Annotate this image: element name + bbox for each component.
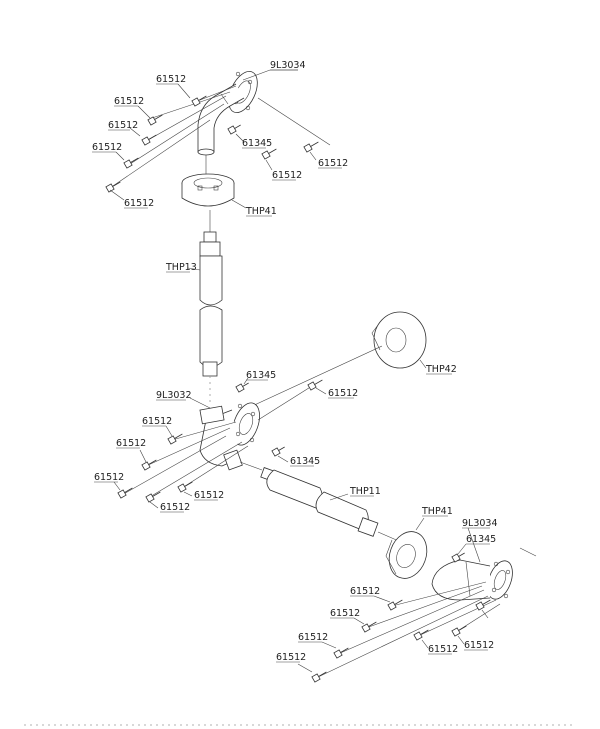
label-bottom-bracket: 9L3034 <box>462 518 498 529</box>
label-screw: 61512 <box>276 652 306 663</box>
horizontal-grip-tube-thp11 <box>260 467 409 546</box>
screw-icon <box>141 459 157 471</box>
screw-icon <box>105 181 121 193</box>
bottom-elbow-tube <box>431 559 491 601</box>
top-screws <box>105 95 319 193</box>
top-cover-thp41 <box>181 173 235 207</box>
label-top-bracket: 9L3034 <box>270 60 306 71</box>
label-tube: THP13 <box>165 262 197 273</box>
label-screw: 61512 <box>272 170 302 181</box>
screw-icon <box>191 95 207 107</box>
screw-icon <box>123 157 139 169</box>
leader-lines <box>109 69 489 673</box>
screw-icon <box>307 379 323 391</box>
screw-icon <box>303 141 319 153</box>
bottom-screws <box>311 552 491 683</box>
label-screw: 61512 <box>330 608 360 619</box>
screw-icon <box>451 625 467 637</box>
label-cap-ring: THP42 <box>425 364 457 375</box>
label-screw: 61512 <box>94 472 124 483</box>
label-screw: 61512 <box>194 490 224 501</box>
screw-icon <box>261 148 277 160</box>
label-screw: 61512 <box>160 502 190 513</box>
label-tube: THP11 <box>349 486 381 497</box>
label-screw: 61512 <box>108 120 138 131</box>
label-screw: 61512 <box>464 640 494 651</box>
screw-icon <box>177 481 193 493</box>
middle-tee-assembly <box>119 385 313 499</box>
screw-icon <box>167 433 183 445</box>
label-screw: 61512 <box>318 158 348 169</box>
screw-icon <box>145 491 161 503</box>
label-bolt: 61345 <box>466 534 496 545</box>
label-screw: 61512 <box>142 416 172 427</box>
label-middle-bracket: 9L3032 <box>156 390 192 401</box>
screw-icon <box>147 114 163 126</box>
bolt-icon <box>451 552 465 563</box>
screw-icon <box>475 599 491 611</box>
middle-wall-flange <box>232 402 260 446</box>
bolt-icon <box>235 382 249 393</box>
screw-icon <box>117 487 133 499</box>
bolt-icon <box>271 446 285 457</box>
middle-screws <box>117 379 323 503</box>
label-screw: 61512 <box>428 644 458 655</box>
part-labels: 9L3034 61512 61512 61512 61512 61512 613… <box>92 60 498 663</box>
label-screw: 61512 <box>114 96 144 107</box>
screw-icon <box>311 671 327 683</box>
label-cover: THP41 <box>245 206 277 217</box>
label-underlines <box>92 69 490 663</box>
cap-ring-thp42 <box>247 311 427 409</box>
bolt-icon <box>227 124 241 135</box>
bottom-elbow-assembly <box>315 547 537 679</box>
label-screw: 61512 <box>298 632 328 643</box>
screw-icon <box>413 629 429 641</box>
label-screw: 61512 <box>350 586 380 597</box>
label-bolt: 61345 <box>246 370 276 381</box>
screw-icon <box>333 647 349 659</box>
top-elbow-assembly <box>109 71 331 189</box>
label-bolt: 61345 <box>242 138 272 149</box>
label-screw: 61512 <box>328 388 358 399</box>
label-screw: 61512 <box>116 438 146 449</box>
label-bolt: 61345 <box>290 456 320 467</box>
label-screw: 61512 <box>156 74 186 85</box>
screw-icon <box>141 134 157 146</box>
label-screw: 61512 <box>92 142 122 153</box>
vertical-grip-tube-thp13 <box>199 210 223 402</box>
screw-icon <box>387 599 403 611</box>
label-screw: 61512 <box>124 198 154 209</box>
bottom-cover-thp41 <box>385 531 428 579</box>
middle-tee-body <box>199 409 241 467</box>
label-cover: THP41 <box>421 506 453 517</box>
screw-icon <box>361 621 377 633</box>
